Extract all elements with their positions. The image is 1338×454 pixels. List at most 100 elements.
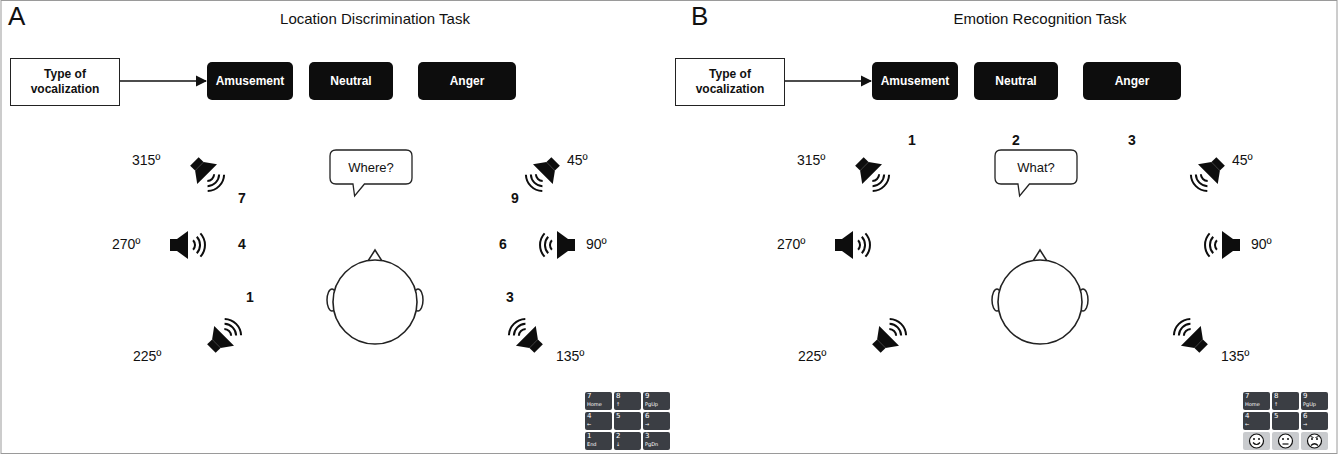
sound-wave [207,174,215,182]
speaker-body [835,239,842,251]
angle-label: 135º [556,348,584,364]
head-icon [327,250,423,344]
keypad-key: 4← [1243,412,1270,430]
speaker-cone [871,326,899,354]
angle-label: 315º [132,152,160,168]
speaker-cone [516,326,544,354]
callout-number: 1 [908,132,916,148]
callout-number: 9 [511,190,519,206]
sound-wave [225,316,245,336]
angle-label: 90º [586,236,607,252]
emotion-box: Amusement [872,62,958,100]
speaker-body [568,239,575,251]
speaker-icon [1205,231,1240,259]
key-number: 4 [587,412,591,420]
keypad-key: 9PgUp [1301,392,1328,410]
key-number: 9 [645,392,649,400]
panel-letter: A [8,1,25,32]
key-legend: ↑ [616,401,620,408]
key-number: 3 [645,432,649,440]
sound-wave [872,174,880,182]
key-number: 7 [587,392,591,400]
key-legend: → [1303,421,1307,428]
key-cap [1272,432,1299,450]
speaker-cone [1222,231,1233,259]
sound-wave [889,328,897,336]
speaker-icon [866,314,911,359]
key-number: 1 [587,432,591,440]
key-legend: ↓ [616,441,620,448]
sound-wave [518,328,526,336]
node-text: Amusement [881,74,950,88]
sound-wave [193,240,195,250]
key-cap [1243,432,1270,450]
sound-wave [1210,237,1213,253]
key-number: 5 [1274,412,1278,420]
speaker-icon [1169,314,1214,359]
angle-label: 270º [777,236,805,252]
face [1279,434,1293,448]
node-text: Anger [450,74,485,88]
callout-number: 7 [238,190,246,206]
key-legend: ↑ [1274,401,1278,408]
emotion-box: Anger [418,62,516,100]
eye [1311,438,1313,440]
sound-wave [862,237,865,253]
node-text: Anger [1115,74,1150,88]
callout-number: 6 [499,236,507,252]
key-number: 4 [1245,412,1249,420]
keypad-key: 8↑ [1272,392,1299,410]
speaker-body [170,239,177,251]
keypad-key: 3PgDn [643,432,670,450]
node-text: Neutral [330,74,371,88]
category-box: Type of vocalization [675,58,785,106]
speech-bubble: What? [995,150,1077,184]
node-text: Where? [348,160,394,175]
keypad-key: 8↑ [614,392,641,410]
key-number: 7 [1245,392,1249,400]
key-legend: PgUp [1303,401,1316,408]
emotion-box: Neutral [309,62,393,100]
node-text: Type of vocalization [19,67,111,97]
sound-wave [858,240,860,250]
callout-number: 4 [238,236,246,252]
key-legend: → [645,421,649,428]
panel-title: Location Discrimination Task [280,10,470,27]
face [1250,434,1264,448]
callout-number: 2 [1012,132,1020,148]
speaker-cone [533,156,561,184]
head-icon [992,250,1088,344]
speaker-cone [206,326,234,354]
sound-wave [873,175,893,195]
speaker-cone [557,231,568,259]
flow-arrow [120,80,206,82]
sound-wave [224,328,232,336]
face-key [1272,432,1299,450]
sound-wave [1171,316,1191,336]
keypad-key: 6→ [1301,412,1328,430]
sound-wave [1215,240,1217,250]
key-number: 6 [1303,412,1307,420]
emotion-box: Neutral [974,62,1058,100]
sound-wave [1194,175,1208,189]
node-text: What? [1017,160,1055,175]
key-cap [1301,432,1328,450]
speaker-icon [849,151,894,196]
eye [1316,438,1318,440]
sound-wave [1188,175,1208,195]
sound-wave [535,174,543,182]
speaker-icon [1186,151,1231,196]
mouth [1311,444,1318,446]
face [1308,434,1322,448]
sound-wave [545,237,548,253]
speaker-cone [177,231,188,259]
face-key [1301,432,1328,450]
speaker-icon [201,314,246,359]
key-number: 6 [645,412,649,420]
speaker-cone [1198,156,1226,184]
sound-wave [550,240,552,250]
key-legend: ← [587,421,591,428]
sound-wave [1177,322,1191,336]
keypad-key: 7Home [585,392,612,410]
keypad-key: 5 [614,412,641,430]
